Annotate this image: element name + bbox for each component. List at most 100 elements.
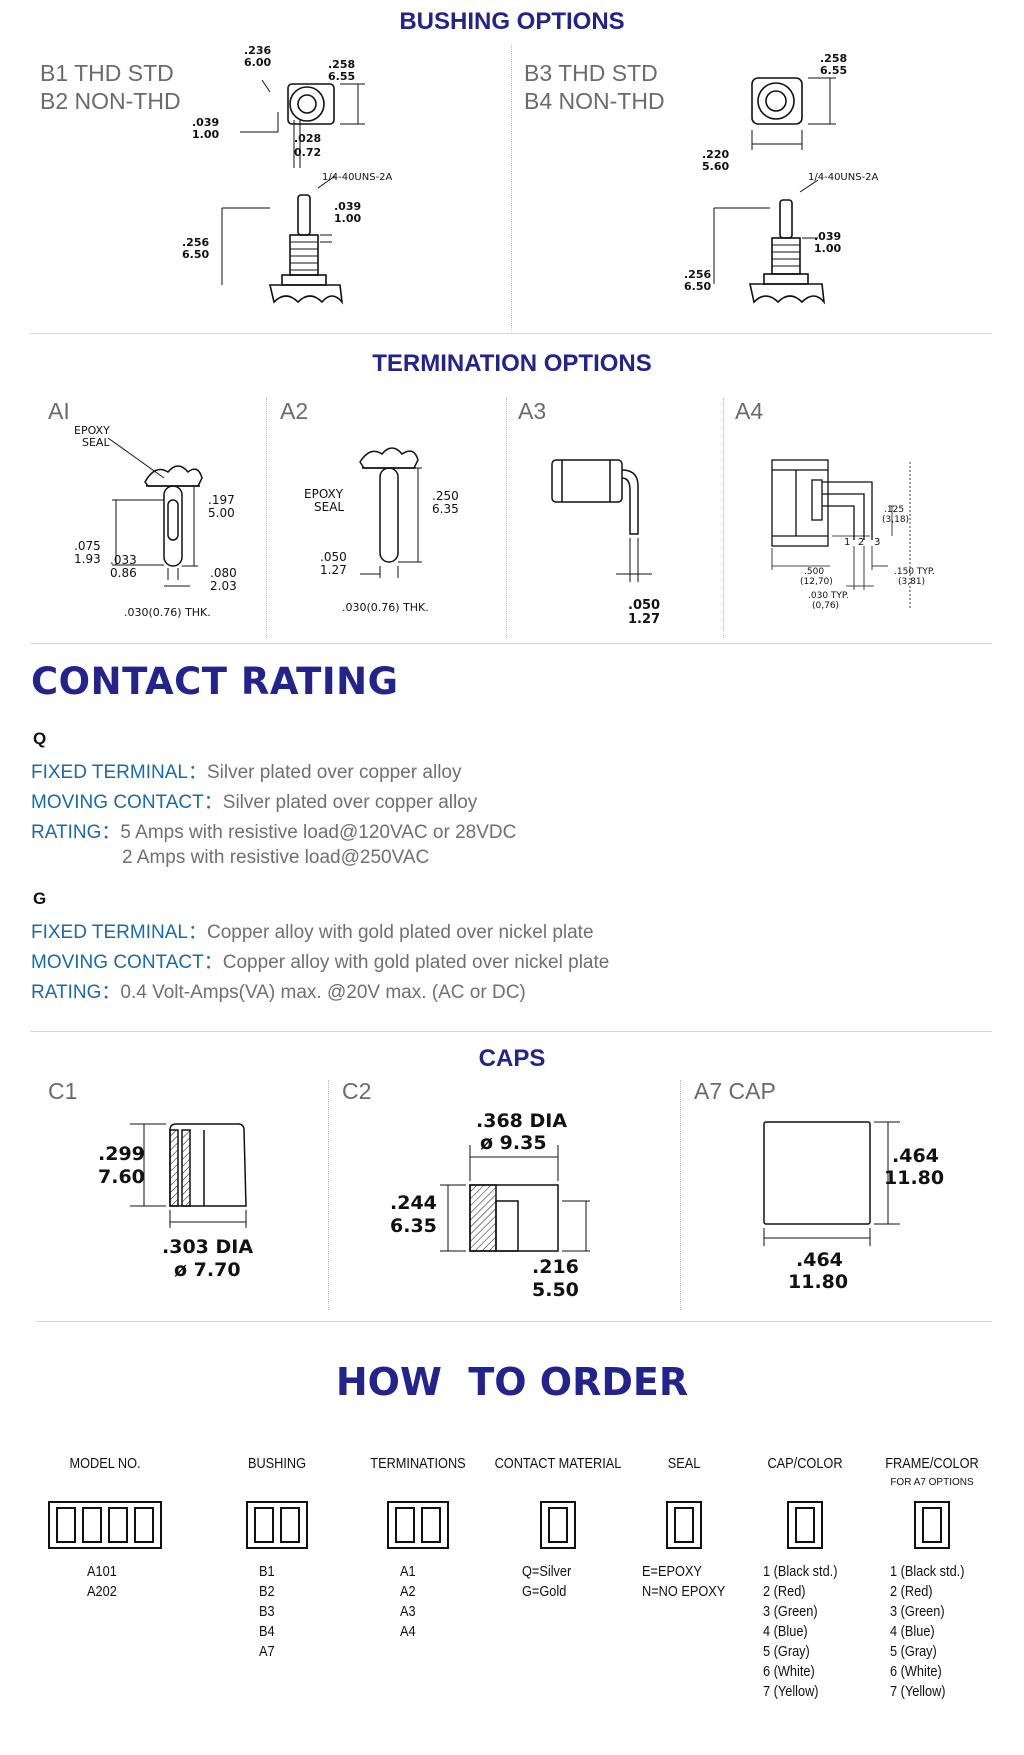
order-col-options: 1 (Black std.)2 (Red)3 (Green)4 (Blue)5 … xyxy=(890,1562,964,1702)
order-col-header: BUSHING xyxy=(247,1455,307,1472)
a7-w-mm: 11.80 xyxy=(788,1271,848,1293)
order-option-item: A1 xyxy=(400,1564,416,1580)
order-option-item: N=NO EPOXY xyxy=(642,1584,726,1600)
order-option-item: G=Gold xyxy=(522,1584,567,1600)
term-divider-2 xyxy=(506,398,507,638)
divider-2 xyxy=(30,643,992,644)
g-rating-key: RATING： xyxy=(31,982,121,1003)
g-fixed-val: Copper alloy with gold plated over nicke… xyxy=(206,922,594,943)
order-code-slot[interactable] xyxy=(254,1507,274,1543)
dim-256: .256 xyxy=(182,236,209,249)
a4-1270: (12,70) xyxy=(800,577,833,587)
q-rating-val: 5 Amps with resistive load@120VAC or 28V… xyxy=(120,822,517,843)
b4-label: B4 NON-THD xyxy=(524,88,665,114)
a2-seal: SEAL xyxy=(314,500,344,514)
b1-label: B1 THD STD xyxy=(40,60,174,86)
contact-g-code: G xyxy=(33,889,47,908)
order-option-item: B4 xyxy=(259,1624,275,1640)
a2-127: 1.27 xyxy=(320,563,347,577)
order-code-box[interactable] xyxy=(48,1501,162,1549)
cap-c1-drawing: .299 7.60 .303 DIA ø 7.70 xyxy=(98,1123,253,1281)
order-code-slot[interactable] xyxy=(280,1507,300,1543)
q-fixed-val: Silver plated over copper alloy xyxy=(206,762,462,783)
order-code-slot[interactable] xyxy=(674,1507,694,1543)
how-to-order-title: HOW TO ORDER xyxy=(335,1360,689,1404)
a4-150: .150 TYP. xyxy=(894,567,935,577)
caps-divider-1 xyxy=(328,1080,329,1310)
q-moving-key: MOVING CONTACT： xyxy=(31,792,223,813)
order-option-item: 5 (Gray) xyxy=(890,1644,937,1660)
b2-label: B2 NON-THD xyxy=(40,88,181,114)
dim-100b: 1.00 xyxy=(334,212,361,225)
a1-197: .197 xyxy=(208,493,235,507)
caps-divider-2 xyxy=(680,1080,681,1310)
order-option-item: 1 (Black std.) xyxy=(763,1564,838,1580)
order-option-item: 3 (Green) xyxy=(890,1604,945,1620)
a2-050: .050 xyxy=(320,550,347,564)
termination-a1-drawing: EPOXY SEAL .197 5.00 .075 1.93 .033 0.86… xyxy=(74,424,237,619)
dim-650-b3: 6.50 xyxy=(684,280,711,293)
order-code-box[interactable] xyxy=(666,1501,702,1549)
q-fixed-terminal: FIXED TERMINAL：Silver plated over copper… xyxy=(31,757,462,784)
q-fixed-key: FIXED TERMINAL： xyxy=(31,762,207,783)
order-code-slot[interactable] xyxy=(795,1507,815,1543)
order-col-header: FRAME/COLOR xyxy=(885,1455,979,1472)
order-option-item: 7 (Yellow) xyxy=(890,1684,946,1700)
q-moving-contact: MOVING CONTACT：Silver plated over copper… xyxy=(31,787,477,814)
dim-100: 1.00 xyxy=(192,128,219,141)
order-option-item: A4 xyxy=(400,1624,416,1640)
order-code-box[interactable] xyxy=(387,1501,449,1549)
a1-080: .080 xyxy=(210,566,237,580)
order-option-item: 1 (Black std.) xyxy=(890,1564,965,1580)
a4-381: (3,81) xyxy=(898,577,925,587)
term-divider-3 xyxy=(723,398,724,638)
a2-635: 6.35 xyxy=(432,502,459,516)
a4-pin2: 2 xyxy=(858,537,864,548)
a2-thk: .030(0.76) THK. xyxy=(342,601,429,614)
a4-318: (3,18) xyxy=(882,515,909,525)
c2-d-in: .368 DIA xyxy=(476,1110,567,1132)
order-code-slot[interactable] xyxy=(922,1507,942,1543)
g-moving-key: MOVING CONTACT： xyxy=(31,952,223,973)
order-code-slot[interactable] xyxy=(548,1507,568,1543)
order-option-item: Q=Silver xyxy=(522,1564,572,1580)
order-option-item: 2 (Red) xyxy=(763,1584,806,1600)
order-code-slot[interactable] xyxy=(421,1507,441,1543)
order-option-item: A101 xyxy=(87,1564,117,1580)
bushing-b3-drawing: .258 6.55 .220 5.60 1/4-40UNS-2A .039 1.… xyxy=(684,52,879,305)
contact-rating-title: CONTACT RATING xyxy=(31,660,399,703)
order-code-box[interactable] xyxy=(246,1501,308,1549)
a4-500: .500 xyxy=(804,567,824,577)
order-code-slot[interactable] xyxy=(395,1507,415,1543)
termination-a2-drawing: EPOXY SEAL .250 6.35 .050 1.27 .030(0.76… xyxy=(304,447,459,614)
order-code-slot[interactable] xyxy=(56,1507,76,1543)
order-option-item: 6 (White) xyxy=(763,1664,815,1680)
dim-039-b3: .039 xyxy=(814,230,841,243)
a1-epoxy: EPOXY xyxy=(74,424,110,437)
order-code-box[interactable] xyxy=(787,1501,823,1549)
q-rating-val2: 2 Amps with resistive load@250VAC xyxy=(122,847,430,868)
q-rating-key: RATING： xyxy=(31,822,121,843)
divider-3 xyxy=(30,1031,992,1032)
order-code-slot[interactable] xyxy=(108,1507,128,1543)
order-code-box[interactable] xyxy=(540,1501,576,1549)
divider-1 xyxy=(30,333,992,334)
order-code-slot[interactable] xyxy=(134,1507,154,1543)
dim-028: .028 xyxy=(294,132,321,145)
order-option-item: B3 xyxy=(259,1604,275,1620)
order-code-slot[interactable] xyxy=(82,1507,102,1543)
a1-075: .075 xyxy=(74,539,101,553)
bushing-divider xyxy=(511,45,512,330)
dim-100-b3: 1.00 xyxy=(814,242,841,255)
a2-epoxy: EPOXY xyxy=(304,487,344,501)
c1-d-mm: ø 7.70 xyxy=(174,1259,241,1281)
dim-258-b3: .258 xyxy=(820,52,847,65)
q-moving-val: Silver plated over copper alloy xyxy=(222,792,478,813)
order-option-item: A2 xyxy=(400,1584,416,1600)
dim-650: 6.50 xyxy=(182,248,209,261)
a4-125: .125 xyxy=(884,505,904,515)
bushing-b1-drawing: .236 6.00 .258 6.55 .039 1.00 .028 0.72 … xyxy=(182,44,393,305)
q-rating: RATING：5 Amps with resistive load@120VAC… xyxy=(31,817,516,844)
order-code-box[interactable] xyxy=(914,1501,950,1549)
